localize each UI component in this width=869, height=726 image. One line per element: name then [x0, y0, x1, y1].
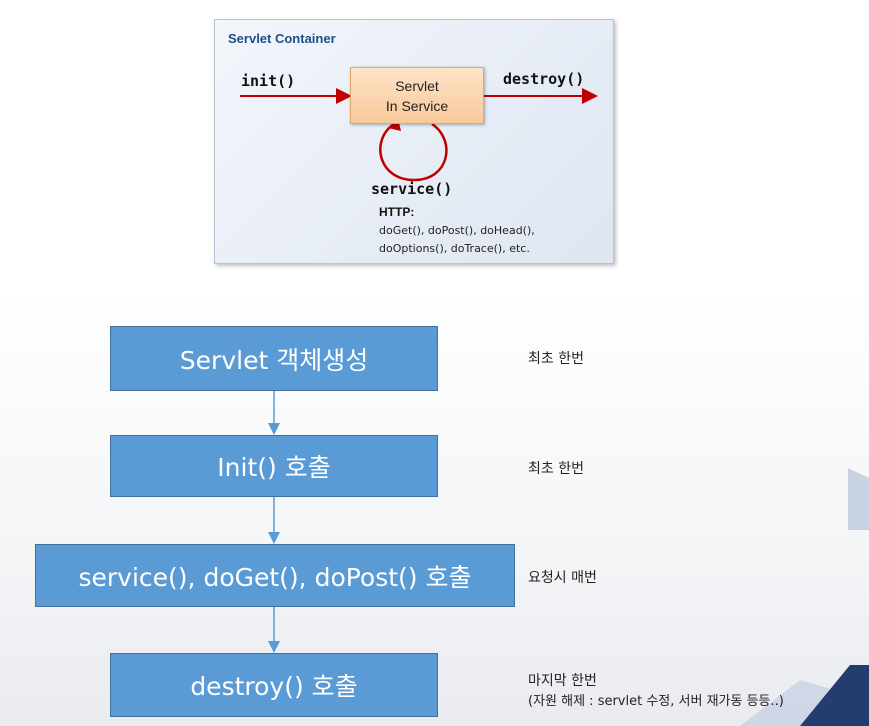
- servlet-in-service-box: Servlet In Service: [350, 67, 484, 124]
- flow-step-init-note: 최초 한번: [528, 461, 584, 477]
- flow-step-destroy-note: 마지막 한번: [528, 673, 597, 689]
- flow-step-service-label: service(), doGet(), doPost() 호출: [78, 562, 472, 592]
- flow-step-destroy: destroy() 호출: [110, 653, 438, 717]
- flow-step-create-note: 최초 한번: [528, 351, 584, 367]
- init-label: init(): [241, 72, 296, 90]
- http-heading: HTTP:: [379, 205, 415, 219]
- flow-step-create-label: Servlet 객체생성: [179, 345, 369, 375]
- service-label: service(): [371, 180, 453, 198]
- servlet-box-line2: In Service: [385, 97, 449, 114]
- http-methods-line2: doOptions(), doTrace(), etc.: [379, 242, 530, 255]
- destroy-label: destroy(): [503, 70, 585, 88]
- servlet-box-line1: Servlet: [395, 77, 439, 94]
- flow-step-init-label: Init() 호출: [217, 453, 331, 482]
- flow-step-service-note: 요청시 매번: [528, 570, 597, 586]
- flow-step-destroy-label: destroy() 호출: [190, 672, 358, 701]
- flow-step-create: Servlet 객체생성: [110, 326, 438, 391]
- next-slide-chevron-icon: [848, 468, 869, 530]
- flow-step-init: Init() 호출: [110, 435, 438, 497]
- servlet-container-title: Servlet Container: [228, 31, 336, 46]
- flow-step-destroy-note-detail: (자원 해제 : servlet 수정, 서버 재가동 등등..): [528, 694, 784, 709]
- service-loop-arrow: [379, 122, 448, 182]
- corner-chevron-dark-icon: [800, 665, 869, 726]
- servlet-container-box: [214, 19, 614, 264]
- flow-step-service: service(), doGet(), doPost() 호출: [35, 544, 515, 607]
- http-methods-line1: doGet(), doPost(), doHead(),: [379, 224, 535, 237]
